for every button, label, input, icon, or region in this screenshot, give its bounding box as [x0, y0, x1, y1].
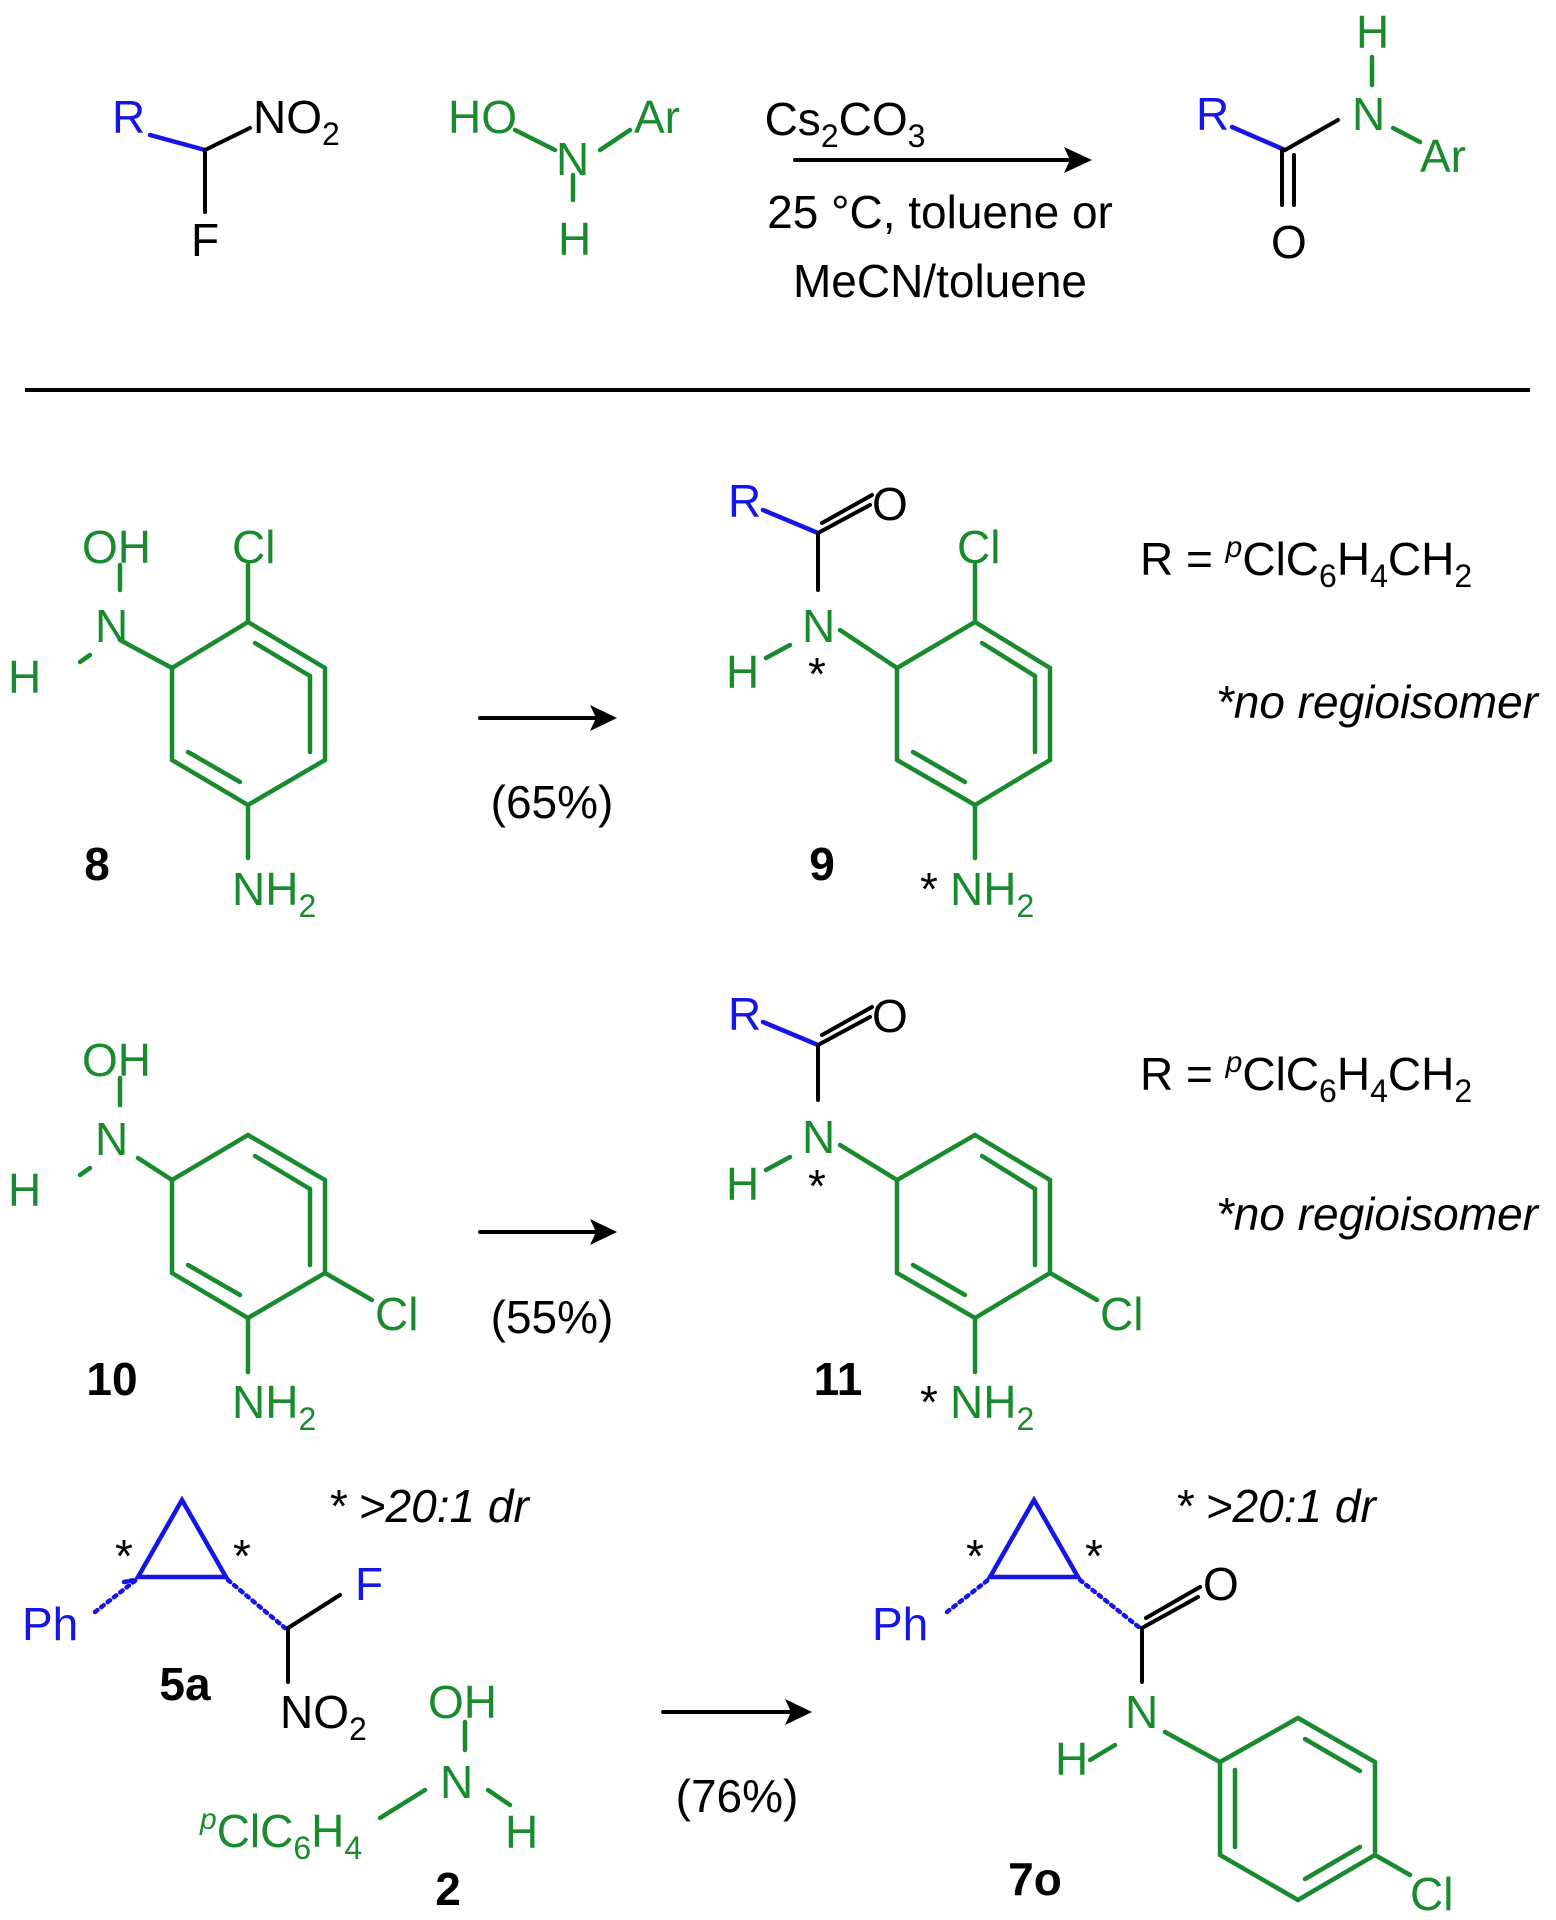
- atom-h: H: [8, 1164, 41, 1216]
- atom-h: H: [726, 646, 759, 698]
- atom-cl: Cl: [1100, 1288, 1143, 1340]
- compound-label-11: 11: [814, 1353, 863, 1405]
- compound-7o-structure: * * Ph O N H Cl: [872, 1495, 1453, 1920]
- compound-11-structure: R O N H * Cl * NH2: [726, 988, 1143, 1437]
- atom-oh: OH: [428, 1676, 497, 1728]
- atom-r: R: [112, 91, 145, 143]
- stereo-star: *: [1085, 1530, 1103, 1582]
- atom-n: N: [556, 133, 589, 185]
- atom-pclc6h4: pClC6H4: [199, 1803, 362, 1866]
- atom-no2: NO2: [253, 91, 340, 152]
- atom-nh2: NH2: [232, 1376, 316, 1437]
- fluoronitroalkane-structure: R NO2 F: [112, 91, 340, 266]
- atom-o: O: [872, 990, 908, 1042]
- atom-h: H: [558, 213, 591, 265]
- hydroxylamine-structure: HO N Ar H: [448, 91, 680, 265]
- regio-note: *no regioisomer: [1216, 676, 1540, 728]
- reaction-row-2: OH N H Cl NH2 10 (55%) R O N H *: [8, 988, 1540, 1437]
- general-amide-structure: R H N Ar O: [1196, 6, 1466, 268]
- compound-label-7o: 7o: [1008, 1853, 1062, 1905]
- compound-label-10: 10: [86, 1353, 137, 1405]
- atom-nh2: NH2: [950, 863, 1034, 924]
- atom-cl: Cl: [375, 1288, 418, 1340]
- compound-label-9: 9: [809, 838, 835, 890]
- yield-row-1: (65%): [491, 776, 614, 828]
- atom-oh: OH: [82, 521, 151, 573]
- reagent-cs2co3: Cs2CO3: [765, 93, 926, 154]
- reaction-arrow: [590, 1219, 617, 1245]
- atom-h: H: [726, 1158, 759, 1210]
- atom-r: R: [1196, 88, 1229, 140]
- atom-n: N: [95, 1113, 128, 1165]
- stereo-star: *: [233, 1530, 251, 1582]
- atom-o: O: [1271, 216, 1307, 268]
- condition-line-2: MeCN/toluene: [793, 255, 1087, 307]
- reaction-row-3: * >20:1 dr * >20:1 dr * * Ph F NO2 5a OH…: [22, 1480, 1453, 1920]
- stereo-star: *: [115, 1530, 133, 1582]
- general-arrow: Cs2CO3 25 °C, toluene or MeCN/toluene: [765, 93, 1113, 307]
- regio-star: *: [808, 1160, 826, 1212]
- atom-n: N: [802, 1111, 835, 1163]
- regio-star: *: [920, 1376, 938, 1428]
- compound-label-8: 8: [84, 838, 110, 890]
- atom-f: F: [191, 214, 219, 266]
- r-definition: R = pClC6H4CH2: [1140, 1046, 1472, 1109]
- atom-no2: NO2: [280, 1686, 367, 1747]
- atom-h: H: [1055, 1733, 1088, 1785]
- atom-n: N: [1352, 88, 1385, 140]
- atom-n: N: [440, 1756, 473, 1808]
- reaction-arrow: [785, 1699, 812, 1725]
- atom-ar: Ar: [1420, 130, 1466, 182]
- yield-row-3: (76%): [676, 1770, 799, 1822]
- atom-h: H: [1356, 6, 1389, 58]
- atom-cl: Cl: [232, 521, 275, 573]
- general-reaction: R NO2 F HO N Ar H Cs2CO3 25 °C, toluene …: [112, 6, 1466, 307]
- condition-line-1: 25 °C, toluene or: [767, 186, 1113, 238]
- atom-cl: Cl: [1410, 1868, 1453, 1920]
- atom-ar: Ar: [634, 91, 680, 143]
- atom-nh2: NH2: [232, 863, 316, 924]
- atom-f: F: [355, 1558, 383, 1610]
- atom-r: R: [728, 475, 761, 527]
- regio-note: *no regioisomer: [1216, 1188, 1540, 1240]
- reaction-arrow: [590, 705, 617, 731]
- atom-r: R: [728, 988, 761, 1040]
- compound-2-structure: OH N H pClC6H4: [199, 1676, 538, 1866]
- atom-n: N: [95, 600, 128, 652]
- reaction-row-1: OH N H Cl NH2 8 (65%) R O N H *: [8, 475, 1540, 924]
- atom-ph: Ph: [22, 1598, 78, 1650]
- atom-h: H: [505, 1806, 538, 1858]
- dr-note-product: * >20:1 dr: [1175, 1480, 1377, 1532]
- atom-n: N: [802, 600, 835, 652]
- dr-note-sm: * >20:1 dr: [328, 1480, 530, 1532]
- atom-cl: Cl: [957, 521, 1000, 573]
- atom-ph: Ph: [872, 1598, 928, 1650]
- atom-o: O: [872, 478, 908, 530]
- compound-5a-structure: * * Ph F NO2: [22, 1495, 383, 1747]
- atom-o: O: [1203, 1558, 1239, 1610]
- compound-label-2: 2: [435, 1863, 461, 1915]
- yield-row-2: (55%): [491, 1291, 614, 1343]
- atom-ho: HO: [448, 91, 517, 143]
- atom-nh2: NH2: [950, 1376, 1034, 1437]
- atom-n: N: [1125, 1686, 1158, 1738]
- stereo-star: *: [966, 1530, 984, 1582]
- compound-label-5a: 5a: [159, 1658, 211, 1710]
- compound-8-structure: OH N H Cl NH2: [8, 521, 328, 924]
- atom-oh: OH: [82, 1034, 151, 1086]
- regio-star: *: [920, 863, 938, 915]
- regio-star: *: [808, 648, 826, 700]
- atom-h: H: [8, 651, 41, 703]
- compound-9-structure: R O N H * Cl * NH2: [726, 475, 1053, 924]
- compound-10-structure: OH N H Cl NH2: [8, 1034, 418, 1437]
- r-definition: R = pClC6H4CH2: [1140, 531, 1472, 594]
